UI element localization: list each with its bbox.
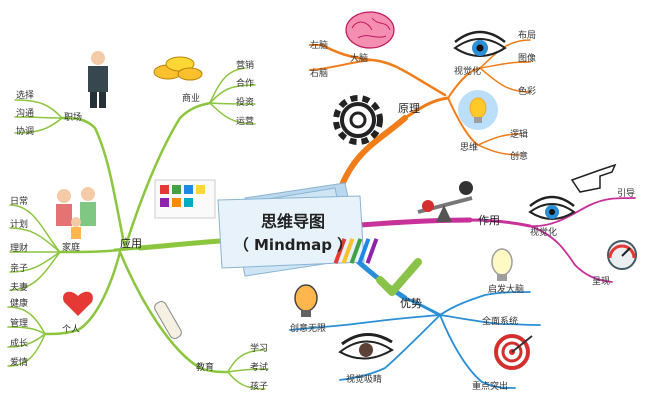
businessman-icon xyxy=(88,51,108,108)
node-aiqing: 爱情 xyxy=(10,358,29,368)
node-shangye: 商业 xyxy=(182,94,201,104)
node-richang: 日常 xyxy=(10,197,29,207)
node-yingxiao: 营销 xyxy=(236,61,255,71)
node-secai: 色彩 xyxy=(518,87,537,97)
node-touzi: 投资 xyxy=(236,98,255,108)
branch-yuanli-lines xyxy=(309,39,531,193)
target-icon xyxy=(494,334,533,370)
node-goutong: 沟通 xyxy=(16,109,35,119)
node-fuqi: 夫妻 xyxy=(10,283,29,293)
brain-icon xyxy=(345,11,395,49)
node-yindao: 引导 xyxy=(617,189,636,199)
node-jihua: 计划 xyxy=(10,220,29,230)
node-buju: 布局 xyxy=(518,31,537,41)
node-yuanli: 原理 xyxy=(398,102,420,115)
node-xuanze: 选择 xyxy=(16,91,35,101)
node-zhichang: 职场 xyxy=(64,113,83,123)
node-chuangyi-wuxian: 创意无限 xyxy=(290,324,327,334)
node-yunying: 运营 xyxy=(236,117,255,127)
pencils-icon xyxy=(333,238,379,264)
node-guanli: 管理 xyxy=(10,319,29,329)
node-shijuehua-1: 视觉化 xyxy=(454,67,482,77)
node-chengzhang: 成长 xyxy=(10,339,29,349)
family-icon xyxy=(56,187,96,239)
node-shijuehua-2: 视觉化 xyxy=(530,228,558,238)
node-siwei: 思维 xyxy=(460,143,479,153)
scroll-icon xyxy=(154,301,182,339)
checkmark-icon xyxy=(376,258,422,296)
lightbulb-icon xyxy=(491,248,513,281)
node-jiankang: 健康 xyxy=(10,299,29,309)
node-geren: 个人 xyxy=(62,325,81,335)
branch-zuoyong-lines xyxy=(357,197,636,283)
node-chuangyi: 创意 xyxy=(510,152,529,162)
node-xietiao: 协调 xyxy=(16,127,35,137)
app-icons xyxy=(154,179,216,219)
center-subtitle: （ Mindmap ） xyxy=(233,236,353,254)
node-luoji: 逻辑 xyxy=(510,130,529,140)
node-jiaoyu: 教育 xyxy=(196,363,215,373)
node-zuoyong: 作用 xyxy=(478,214,500,227)
gauge-icon xyxy=(607,240,637,270)
center-title: 思维导图 xyxy=(260,212,325,231)
node-younao: 右脑 xyxy=(310,69,329,79)
node-licai: 理财 xyxy=(10,244,29,254)
pointing-hand-icon xyxy=(570,163,617,193)
node-shijue-xijing: 视觉吸睛 xyxy=(346,375,383,385)
node-yingyong: 应用 xyxy=(120,237,142,250)
node-kaoshi: 考试 xyxy=(250,363,269,373)
center-node xyxy=(217,182,379,277)
node-jiating: 家庭 xyxy=(62,243,81,253)
node-dana: 大脑 xyxy=(350,54,369,64)
node-zhongdian-tuchu: 重点突出 xyxy=(472,382,509,392)
eye-icon xyxy=(338,333,394,360)
coins-icon xyxy=(153,56,203,81)
lightbulb-icon xyxy=(294,284,318,317)
eye-icon xyxy=(453,30,507,57)
heart-icon xyxy=(63,291,93,316)
node-qifa-danao: 启发大脑 xyxy=(488,285,525,295)
lightbulb-icon xyxy=(458,90,498,130)
node-quanmian-xitong: 全面系统 xyxy=(482,317,519,327)
node-chengxian: 呈现 xyxy=(592,277,611,287)
node-qinzi: 亲子 xyxy=(10,264,29,274)
node-xuexi: 学习 xyxy=(250,344,269,354)
balance-icon xyxy=(417,181,473,222)
eye-icon xyxy=(528,195,576,220)
node-haizi: 孩子 xyxy=(250,382,269,392)
node-zuonao: 左脑 xyxy=(310,41,329,51)
node-youshi: 优势 xyxy=(400,297,422,310)
gear-icon xyxy=(333,95,383,145)
node-hezuo: 合作 xyxy=(236,79,255,89)
node-tuxiang: 图像 xyxy=(518,54,537,64)
